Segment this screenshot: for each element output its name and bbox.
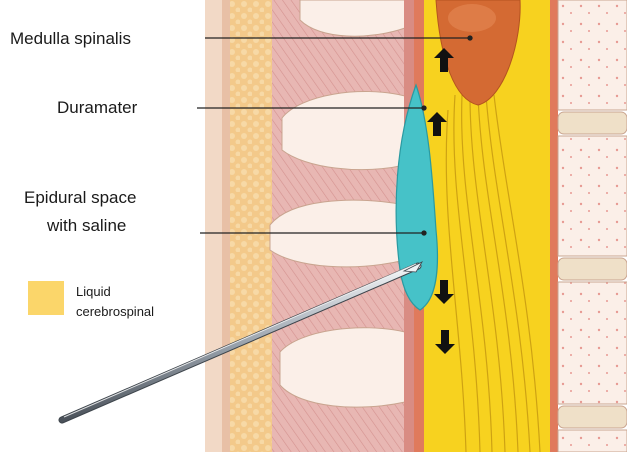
legend-label-line2: cerebrospinal: [76, 304, 154, 319]
fat-layer: [230, 0, 275, 452]
legend: Liquid cerebrospinal: [28, 281, 154, 319]
vertebral-bodies: [558, 0, 627, 452]
label-with-saline: with saline: [46, 216, 126, 235]
label-duramater: Duramater: [57, 98, 138, 117]
legend-swatch-csf: [28, 281, 64, 315]
label-epidural-space: Epidural space: [24, 188, 136, 207]
label-medulla-spinalis: Medulla spinalis: [10, 29, 131, 48]
legend-label-line1: Liquid: [76, 284, 111, 299]
